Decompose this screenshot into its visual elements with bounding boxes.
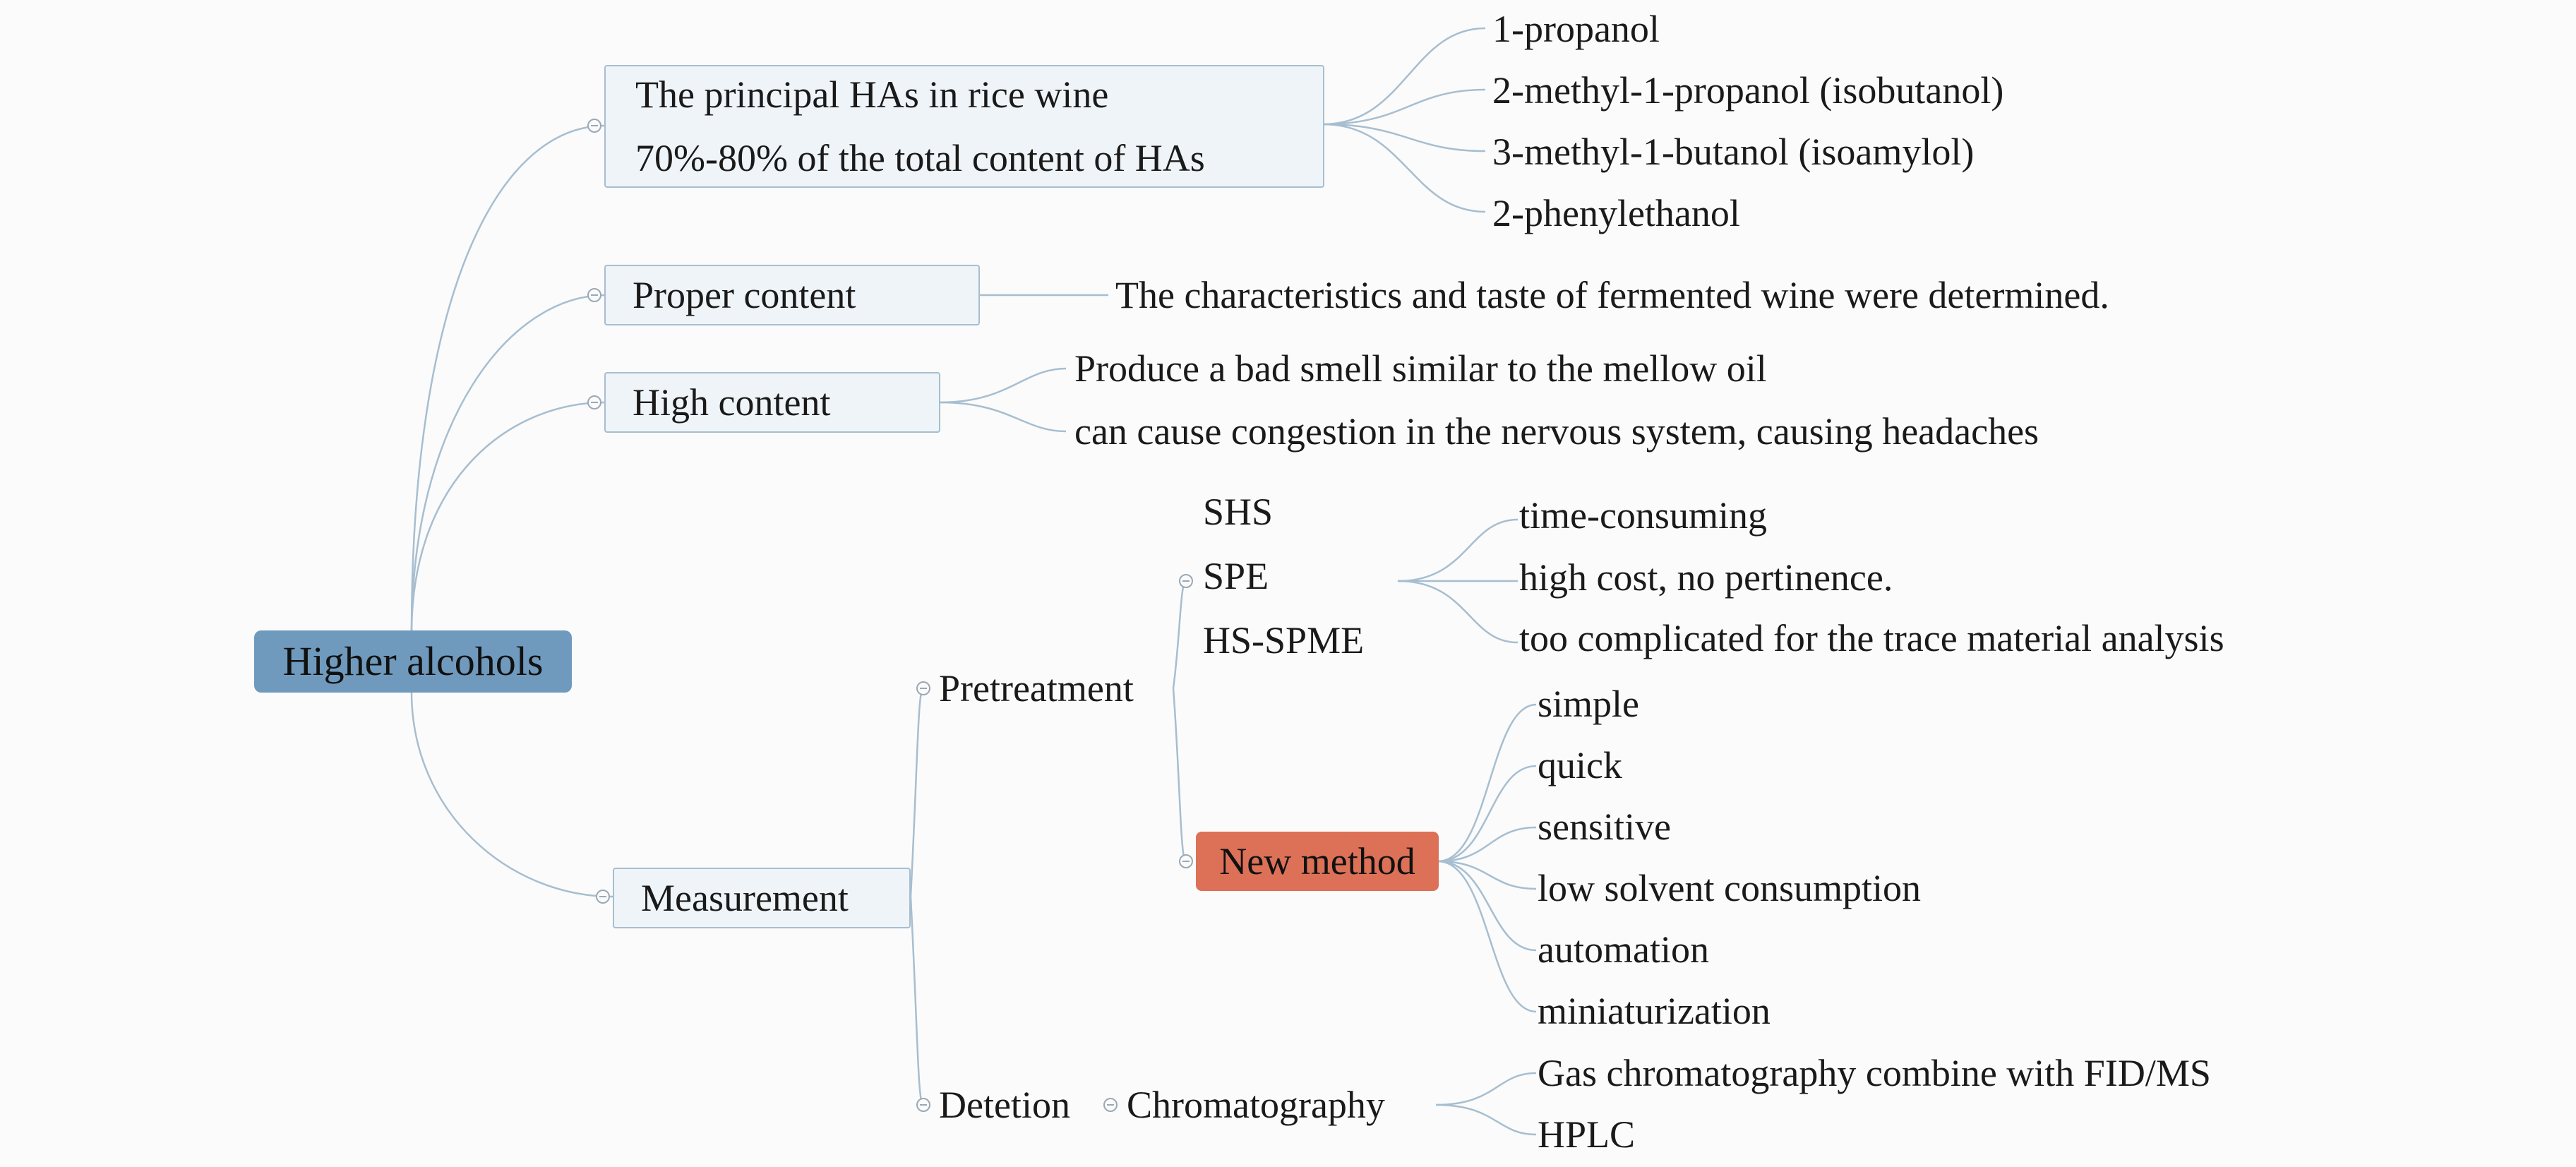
link-chrom-hplc [1435, 1103, 1537, 1136]
link-principal-4 [1322, 123, 1486, 213]
link-spe-note-1 [1397, 518, 1518, 582]
root-node[interactable]: Higher alcohols [254, 630, 572, 693]
principal-line-1: The principal HAs in rice wine [635, 73, 1109, 116]
high-content-child-1[interactable]: Produce a bad smell similar to the mello… [1074, 347, 1767, 390]
link-root-measurement [410, 691, 613, 898]
principal-child-4[interactable]: 2-phenylethanol [1492, 192, 1740, 234]
collapse-toggle-icon[interactable] [1179, 854, 1193, 868]
link-measurement-detetion [909, 896, 925, 1106]
pretreatment-node[interactable]: Pretreatment [939, 667, 1134, 710]
spe-note-1[interactable]: time-consuming [1519, 494, 1767, 537]
link-pretreatment-new [1172, 688, 1187, 863]
link-spe-note-3 [1397, 580, 1518, 644]
collapse-toggle-icon[interactable] [916, 681, 930, 695]
principal-has-node[interactable]: The principal HAs in rice wine 70%-80% o… [604, 65, 1324, 188]
collapse-toggle-icon[interactable] [596, 890, 610, 904]
link-principal-3 [1322, 123, 1486, 152]
chromatography-node[interactable]: Chromatography [1127, 1084, 1385, 1126]
link-new-trait-2 [1437, 765, 1537, 863]
detetion-node[interactable]: Detetion [939, 1084, 1070, 1126]
principal-line-2: 70%-80% of the total content of HAs [635, 137, 1205, 179]
measurement-node[interactable]: Measurement [613, 868, 911, 928]
principal-child-3[interactable]: 3-methyl-1-butanol (isoamylol) [1492, 131, 1975, 173]
high-content-node[interactable]: High content [604, 372, 940, 433]
proper-content-node[interactable]: Proper content [604, 265, 980, 325]
link-measurement-pretreatment [909, 687, 925, 897]
link-root-proper [410, 294, 606, 634]
link-principal-2 [1322, 88, 1486, 126]
link-new-trait-6 [1437, 860, 1537, 1013]
new-method-trait-2[interactable]: quick [1538, 744, 1622, 786]
spe-note-2[interactable]: high cost, no pertinence. [1519, 556, 1893, 599]
new-method-node[interactable]: New method [1196, 832, 1439, 891]
link-new-trait-5 [1437, 860, 1537, 952]
new-method-trait-5[interactable]: automation [1538, 928, 1709, 971]
link-new-trait-3 [1437, 826, 1537, 863]
new-method-trait-1[interactable]: simple [1538, 683, 1639, 725]
collapse-toggle-icon[interactable] [587, 288, 601, 302]
shs-node[interactable]: SHS [1203, 491, 1274, 533]
proper-content-detail[interactable]: The characteristics and taste of ferment… [1115, 274, 2109, 316]
hsspme-node[interactable]: HS-SPME [1203, 619, 1365, 662]
principal-child-2[interactable]: 2-methyl-1-propanol (isobutanol) [1492, 69, 2004, 112]
collapse-toggle-icon[interactable] [587, 395, 601, 409]
collapse-toggle-icon[interactable] [1179, 574, 1193, 588]
spe-note-3[interactable]: too complicated for the trace material a… [1519, 617, 2224, 659]
link-pretreatment-spe [1172, 580, 1187, 689]
collapse-toggle-icon[interactable] [587, 119, 601, 133]
chromatography-child-2[interactable]: HPLC [1538, 1113, 1636, 1156]
new-method-trait-4[interactable]: low solvent consumption [1538, 867, 1921, 909]
link-chrom-gc [1435, 1072, 1537, 1106]
link-new-trait-1 [1437, 703, 1537, 863]
principal-child-1[interactable]: 1-propanol [1492, 8, 1660, 50]
high-content-child-2[interactable]: can cause congestion in the nervous syst… [1074, 410, 2039, 453]
link-root-high [410, 401, 606, 634]
collapse-toggle-icon[interactable] [916, 1098, 930, 1112]
link-principal-1 [1322, 27, 1486, 126]
spe-node[interactable]: SPE [1203, 555, 1269, 597]
new-method-trait-6[interactable]: miniaturization [1538, 990, 1771, 1032]
link-new-trait-4 [1437, 860, 1537, 890]
new-method-trait-3[interactable]: sensitive [1538, 806, 1671, 848]
link-high-2 [940, 401, 1067, 433]
link-root-principal [410, 124, 606, 634]
chromatography-child-1[interactable]: Gas chromatography combine with FID/MS [1538, 1052, 2211, 1094]
collapse-toggle-icon[interactable] [1103, 1098, 1118, 1112]
link-high-1 [940, 367, 1067, 404]
